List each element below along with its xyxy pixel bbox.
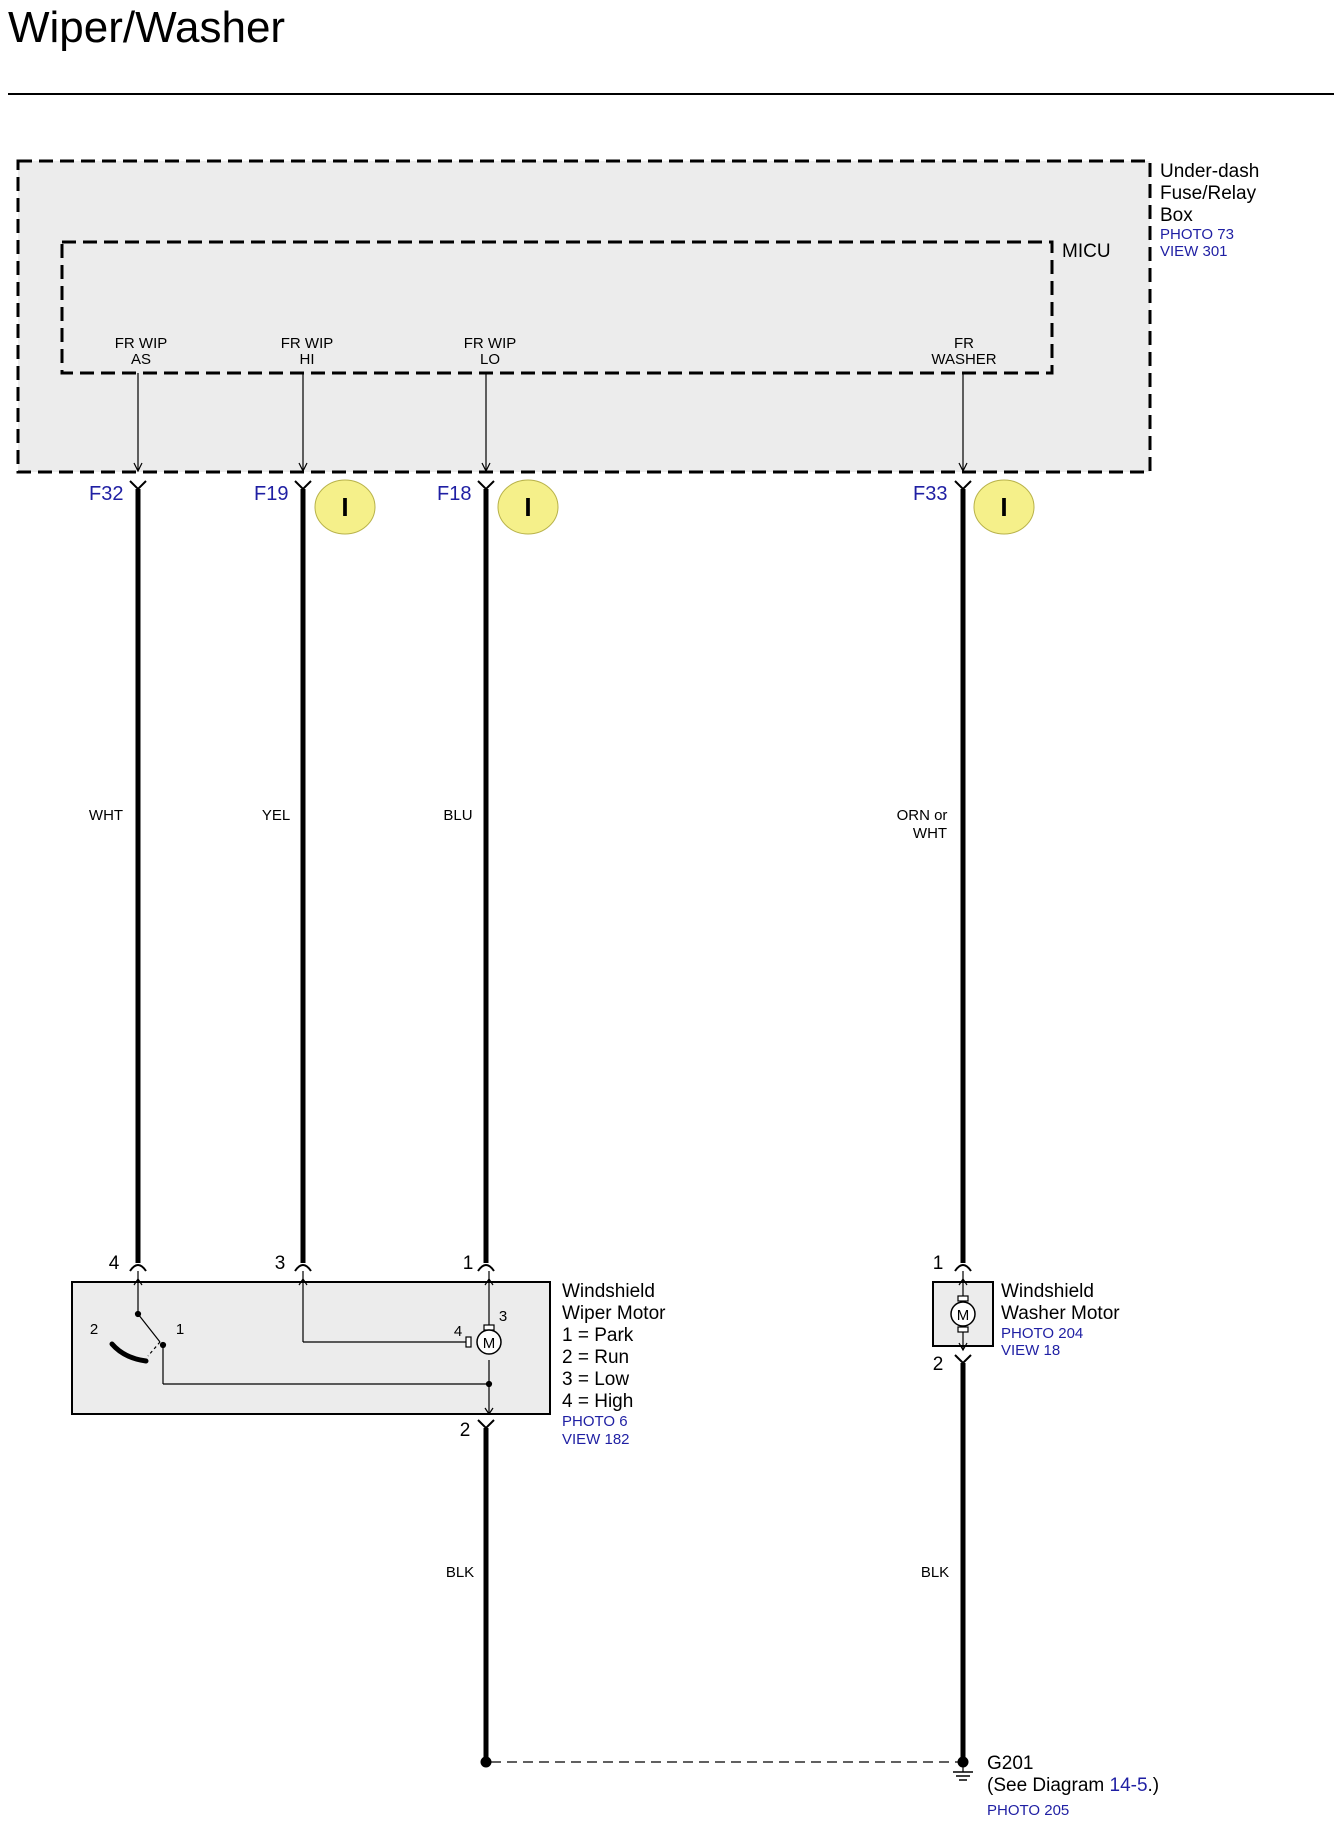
wiper-switch-pin-1: 1 <box>176 1321 184 1338</box>
indicator-f18[interactable]: I <box>497 479 559 535</box>
terminal-fr-wip-hi-l2: HI <box>300 351 315 368</box>
wire-color-blu: BLU <box>443 807 472 824</box>
ground-photo-link[interactable]: PHOTO 205 <box>987 1802 1069 1819</box>
terminal-fr-wip-as-l1: FR WIP <box>115 335 168 352</box>
washer-motor-symbol: M <box>950 1295 976 1333</box>
fuse-box-name-1: Under-dash <box>1160 161 1259 182</box>
wire-color-wht: WHT <box>89 807 123 824</box>
washer-view-link[interactable]: VIEW 18 <box>1001 1342 1060 1359</box>
washer-pin-1: 1 <box>933 1253 944 1274</box>
ground-wires <box>477 1354 973 1781</box>
wiper-motor-symbol: M <box>465 1324 502 1355</box>
wiper-pin-3: 3 <box>275 1253 286 1274</box>
svg-text:M: M <box>483 1335 496 1352</box>
ground-see-diagram: (See Diagram 14-5.) <box>987 1775 1159 1796</box>
svg-text:I: I <box>524 492 531 522</box>
main-wires <box>129 480 972 1272</box>
terminal-fr-washer-l2: WASHER <box>931 351 996 368</box>
washer-photo-link[interactable]: PHOTO 204 <box>1001 1325 1083 1342</box>
ground-diagram-link[interactable]: 14-5 <box>1110 1775 1148 1796</box>
wiper-motor-pin-3: 3 <box>499 1308 507 1325</box>
micu-label: MICU <box>1062 241 1111 262</box>
terminal-fr-wip-lo-l1: FR WIP <box>464 335 517 352</box>
indicator-f33[interactable]: I <box>973 479 1035 535</box>
wire-color-orn-l1: ORN or <box>897 807 948 824</box>
fuse-box-name-3: Box <box>1160 205 1193 226</box>
connector-f18[interactable]: F18 <box>437 483 471 505</box>
terminal-fr-wip-lo-l2: LO <box>480 351 500 368</box>
wiper-view-link[interactable]: VIEW 182 <box>562 1431 630 1448</box>
micu-box <box>60 240 1054 375</box>
terminal-fr-washer-l1: FR <box>954 335 974 352</box>
washer-motor-name-1: Windshield <box>1001 1281 1094 1302</box>
connector-f33[interactable]: F33 <box>913 483 947 505</box>
svg-text:I: I <box>341 492 348 522</box>
fuse-box-name-2: Fuse/Relay <box>1160 183 1257 204</box>
wire-color-blk-washer: BLK <box>921 1564 949 1581</box>
wiper-internal-wiring <box>133 1271 494 1416</box>
svg-text:I: I <box>1000 492 1007 522</box>
wiper-pin-4: 4 <box>109 1253 120 1274</box>
fuse-box-photo-link[interactable]: PHOTO 73 <box>1160 226 1234 243</box>
wiper-motor-box <box>71 1281 551 1415</box>
ground-name: G201 <box>987 1753 1033 1774</box>
connector-f19[interactable]: F19 <box>254 483 288 505</box>
wire-color-yel: YEL <box>262 807 290 824</box>
wire-color-blk-wiper: BLK <box>446 1564 474 1581</box>
wire-color-orn-l2: WHT <box>913 825 947 842</box>
svg-text:M: M <box>957 1307 970 1324</box>
indicator-f19[interactable]: I <box>314 479 376 535</box>
page-title: Wiper/Washer <box>8 3 285 52</box>
wiper-legend-low: 3 = Low <box>562 1369 629 1390</box>
wiper-photo-link[interactable]: PHOTO 6 <box>562 1413 628 1430</box>
wiper-legend-high: 4 = High <box>562 1391 633 1412</box>
wiper-park-contact <box>109 1341 149 1364</box>
fuse-relay-box <box>16 159 1152 474</box>
connector-f32[interactable]: F32 <box>89 483 123 505</box>
wiper-motor-pin-4: 4 <box>454 1323 462 1340</box>
washer-motor-name-2: Washer Motor <box>1001 1303 1120 1324</box>
wiper-motor-name-2: Wiper Motor <box>562 1303 666 1324</box>
washer-pin-2: 2 <box>933 1354 944 1375</box>
wiper-switch-pin-2: 2 <box>90 1321 98 1338</box>
terminal-fr-wip-hi-l1: FR WIP <box>281 335 334 352</box>
fuse-box-view-link[interactable]: VIEW 301 <box>1160 243 1228 260</box>
terminal-fr-wip-as-l2: AS <box>131 351 151 368</box>
wiper-legend-run: 2 = Run <box>562 1347 629 1368</box>
wiper-pin-2: 2 <box>460 1420 471 1441</box>
internal-leads <box>133 373 968 473</box>
wiper-motor-name-1: Windshield <box>562 1281 655 1302</box>
wiper-legend-park: 1 = Park <box>562 1325 634 1346</box>
wiper-pin-1: 1 <box>463 1253 474 1274</box>
